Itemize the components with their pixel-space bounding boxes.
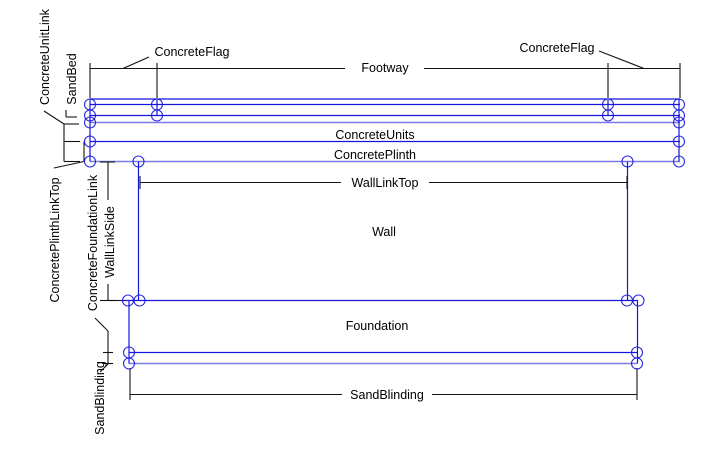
node-circle-left-sandbed [83, 109, 97, 122]
label-footway: Footway [361, 61, 409, 75]
node-circle-flag-joint-right-bottom [601, 109, 615, 122]
foundationlink-leader [94, 317, 109, 332]
node-circle-right-plinth-bottom [672, 155, 686, 168]
label-concreteflag-right: ConcreteFlag [519, 41, 594, 55]
label-sandbed: SandBed [65, 53, 79, 104]
node-circle-left-units-bottom [83, 135, 97, 148]
label-walllinktop: WallLinkTop [352, 176, 419, 190]
label-concretefoundationlink: ConcreteFoundationLink [86, 174, 100, 311]
concreteflag-right-leader [598, 50, 645, 70]
node-circle-foundation-top-left-b [133, 294, 146, 307]
annotation-lines-layer [43, 50, 681, 400]
node-circle-foundation-top-right-b [632, 294, 645, 307]
label-foundation: Foundation [346, 319, 409, 333]
sandblinding-leader [99, 363, 109, 373]
plinthlinktop-leader [53, 160, 85, 169]
concreteflag-left-leader [122, 56, 150, 70]
label-concreteplinthlinktop: ConcretePlinthLinkTop [48, 177, 62, 302]
label-concreteunits: ConcreteUnits [335, 128, 414, 142]
label-sandblinding-left: SandBlinding [93, 361, 107, 435]
node-circle-flag-joint-left-bottom [150, 109, 164, 122]
node-circle-foundation-bot-right-b [630, 357, 644, 370]
label-sandblinding-bottom: SandBlinding [350, 388, 424, 402]
node-circle-right-sandbed [672, 109, 686, 122]
node-circles-layer [83, 98, 686, 370]
label-walllinkside: WallLinkSide [103, 206, 117, 278]
concreteunitlink-leader [43, 110, 65, 125]
node-circle-wall-top-left [132, 155, 145, 168]
node-circle-left-plinth-bottom [83, 155, 97, 168]
node-circle-right-units-top [672, 116, 686, 129]
label-concreteflag-left: ConcreteFlag [154, 45, 229, 59]
node-circle-foundation-bot-left-b [122, 357, 136, 370]
node-circle-left-units-top [83, 116, 97, 129]
node-circle-right-units-bottom [672, 135, 686, 148]
node-circle-wall-top-right [621, 155, 634, 168]
label-concreteunitlink: ConcreteUnitLink [38, 8, 52, 105]
label-concreteplinth: ConcretePlinth [334, 148, 416, 162]
label-wall: Wall [372, 225, 396, 239]
